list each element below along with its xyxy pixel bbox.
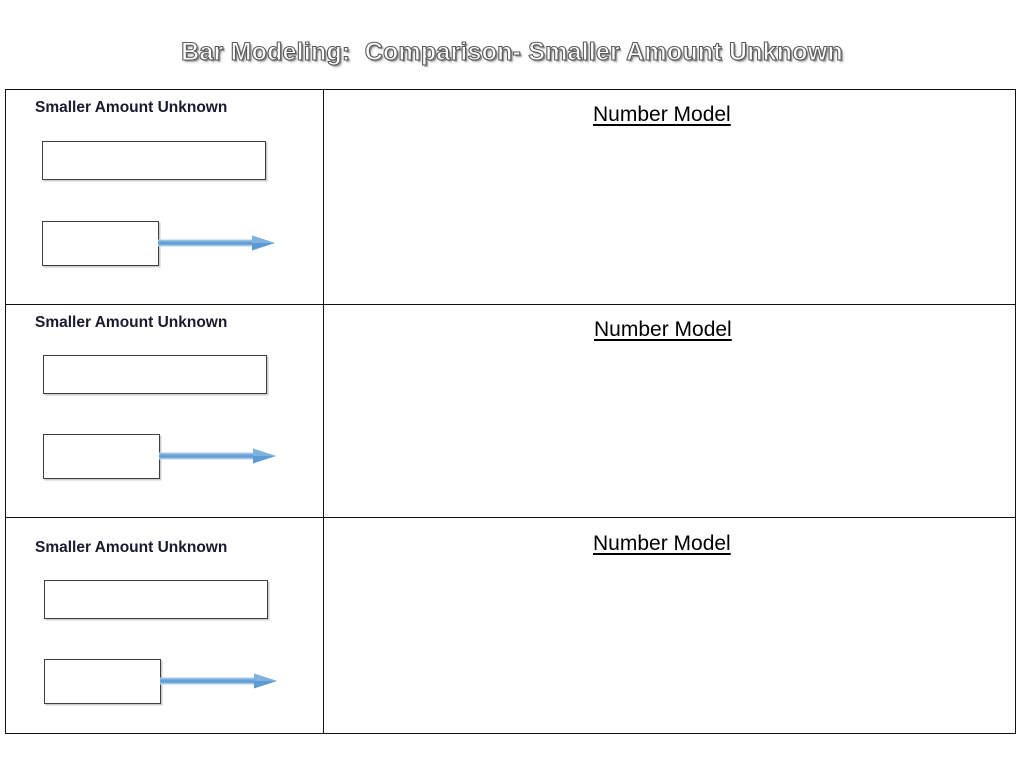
number-model-cell[interactable]: Number Model <box>323 518 1015 733</box>
bar-model-label: Smaller Amount Unknown <box>35 539 228 556</box>
long-bar[interactable] <box>43 355 267 394</box>
short-bar[interactable] <box>43 434 160 479</box>
comparison-arrow-icon <box>159 447 277 465</box>
table-row: Smaller Amount Unknown <box>6 304 1015 517</box>
bar-model-cell[interactable]: Smaller Amount Unknown <box>6 90 323 304</box>
column-divider <box>323 90 324 304</box>
comparison-arrow-icon <box>158 234 276 252</box>
number-model-label: Number Model <box>593 103 731 126</box>
long-bar[interactable] <box>44 580 268 619</box>
bar-model-table: Smaller Amount Unknown <box>5 89 1016 734</box>
number-model-cell[interactable]: Number Model <box>323 90 1015 304</box>
comparison-arrow-icon <box>160 672 278 690</box>
page-title: Bar Modeling: Comparison- Smaller Amount… <box>181 37 844 66</box>
column-divider <box>323 518 324 733</box>
bar-model-label: Smaller Amount Unknown <box>35 99 228 116</box>
table-row: Smaller Amount Unknown <box>6 517 1015 733</box>
bar-model-cell[interactable]: Smaller Amount Unknown <box>6 518 323 733</box>
short-bar[interactable] <box>44 659 161 704</box>
bar-model-label: Smaller Amount Unknown <box>35 314 228 331</box>
column-divider <box>323 305 324 517</box>
long-bar[interactable] <box>42 141 266 180</box>
number-model-label: Number Model <box>593 532 731 555</box>
short-bar[interactable] <box>42 221 159 266</box>
number-model-label: Number Model <box>594 318 732 341</box>
table-row: Smaller Amount Unknown <box>6 90 1015 304</box>
number-model-cell[interactable]: Number Model <box>323 305 1015 517</box>
bar-model-cell[interactable]: Smaller Amount Unknown <box>6 305 323 517</box>
